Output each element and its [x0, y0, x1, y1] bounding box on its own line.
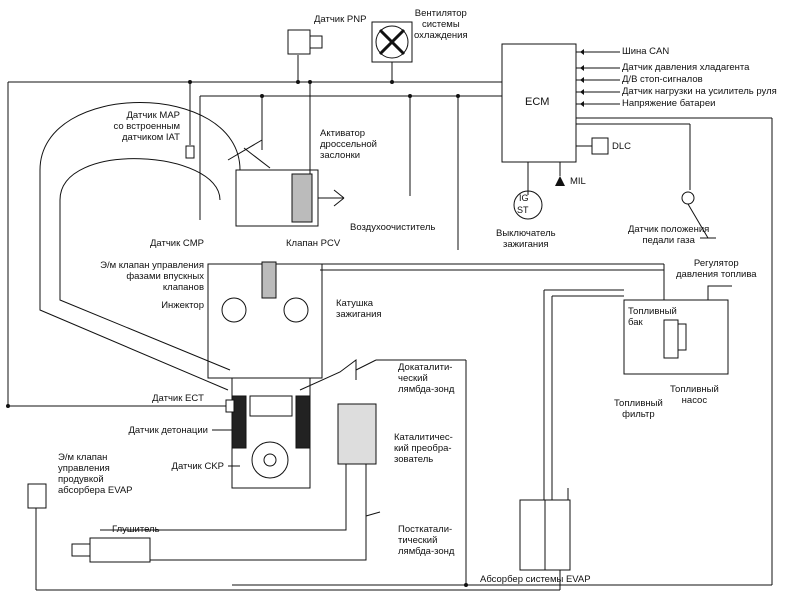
ecm-label: ECM [525, 96, 550, 108]
air-cleaner-label: Воздухоочиститель [350, 222, 436, 233]
evap-canister-label: Абсорбер системы EVAP [480, 574, 591, 585]
muffler-label: Глушитель [112, 524, 160, 535]
brake-label: Д/В стоп-сигналов [622, 74, 703, 85]
can-label: Шина CAN [622, 46, 670, 57]
injector-label: Инжектор [161, 300, 204, 311]
mil-label: MIL [570, 176, 586, 187]
ignition-switch [513, 190, 543, 220]
knock-label: Датчик детонации [128, 425, 208, 436]
dlc-label: DLC [612, 141, 632, 152]
pnp-label: Датчик PNP [314, 14, 367, 25]
evap-purge-valve [27, 483, 47, 509]
ig-label: IG [519, 193, 529, 203]
ckp-label: Датчик CKP [171, 461, 224, 472]
ect-label: Датчик ECT [152, 393, 204, 404]
cmp-label: Датчик CMP [149, 238, 204, 249]
crankshaft [251, 441, 289, 479]
dlc-box [591, 137, 609, 155]
catalyst-label: Каталитичес-кий преобра-зователь [394, 432, 453, 465]
ecm-box [501, 43, 577, 163]
battery-label: Напряжение батареи [622, 98, 716, 109]
st-label: ST [517, 205, 529, 215]
catalytic-converter [337, 403, 377, 465]
pcv-label: Клапан PCV [286, 238, 341, 249]
pnp-sensor [287, 29, 311, 55]
steering-label: Датчик нагрузки на усилитель руля [622, 86, 777, 97]
refrigerant-label: Датчик давления хладагента [622, 62, 750, 73]
fuel-tank [623, 299, 729, 375]
muffler [89, 537, 151, 563]
